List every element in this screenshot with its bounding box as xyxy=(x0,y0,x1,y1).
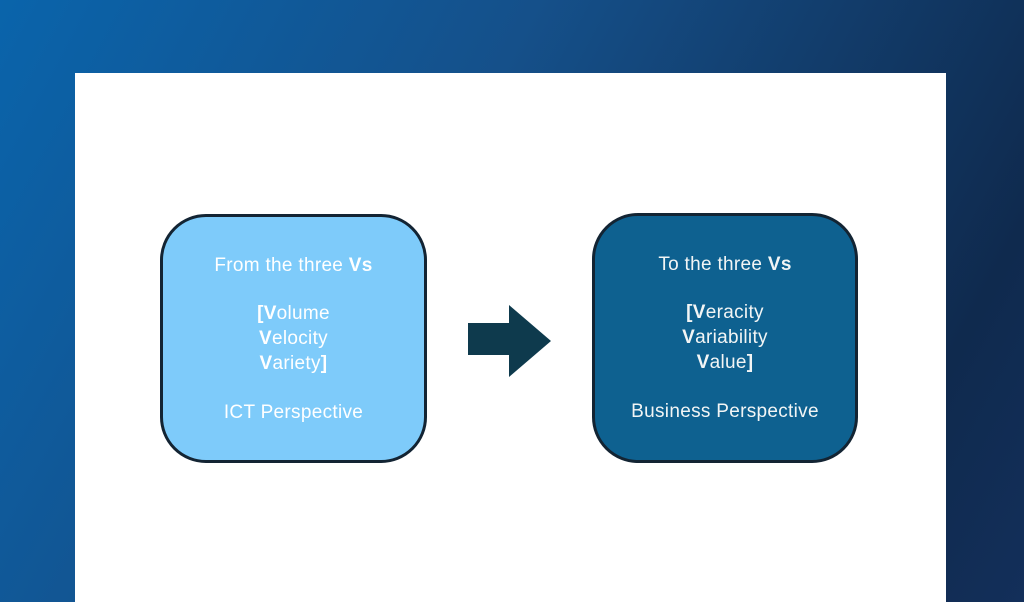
box-ict-perspective: From the three Vs [Volume Velocity Varie… xyxy=(160,214,427,463)
box-title-bold: Vs xyxy=(767,254,792,275)
box-title: To the three Vs xyxy=(658,252,791,277)
v-line: Variability xyxy=(682,327,768,348)
right-arrow-icon xyxy=(468,305,551,377)
v-line: Velocity xyxy=(259,327,328,349)
box-title-text: From the three xyxy=(214,254,349,276)
box-footer: ICT Perspective xyxy=(223,401,364,423)
v-line: Value] xyxy=(696,352,754,373)
box-title-bold: Vs xyxy=(348,254,373,276)
v-line: [Volume xyxy=(257,302,330,324)
v-line: [Veracity xyxy=(686,302,764,323)
box-title: From the three Vs xyxy=(214,253,372,278)
v-line: Variety] xyxy=(259,352,328,374)
right-arrow-shape xyxy=(468,305,551,377)
box-business-perspective: To the three Vs [Veracity Variability Va… xyxy=(592,213,858,463)
box-title-text: To the three xyxy=(658,254,768,275)
box-footer: Business Perspective xyxy=(631,401,819,422)
